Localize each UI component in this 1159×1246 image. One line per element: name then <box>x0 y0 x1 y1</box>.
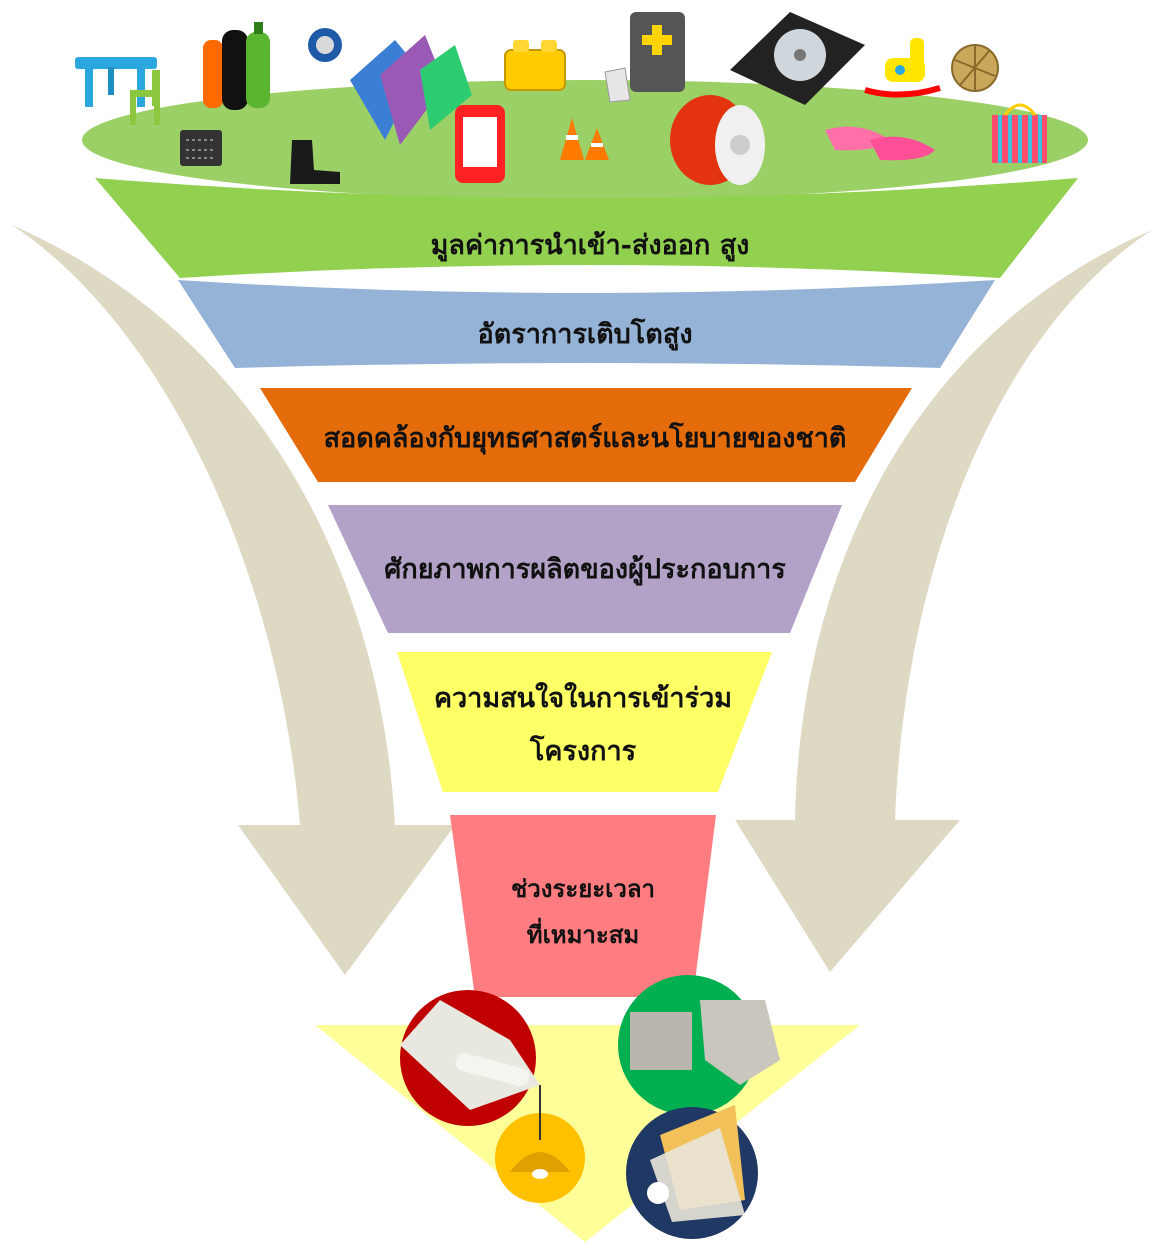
rattan-ball-icon <box>951 44 999 92</box>
striped-bag-icon <box>992 103 1047 163</box>
funnel-level-5-label-line-1: ความสนใจในการเข้าร่วม <box>434 682 732 714</box>
funnel-level-3-label: สอดคล้องกับยุทธศาสตร์และนโยบายของชาติ <box>324 421 847 455</box>
chair-icon <box>130 70 160 125</box>
hard-disk-icon <box>730 12 865 105</box>
tape-roll-icon <box>308 28 342 62</box>
sheet-pack-icon <box>626 1105 758 1239</box>
bottles-icon <box>203 22 270 110</box>
funnel-level-6-label-line-1: ช่วงระยะเวลา <box>511 874 655 903</box>
funnel-level-3: สอดคล้องกับยุทธศาสตร์และนโยบายของชาติ <box>260 388 912 482</box>
funnel-level-4: ศักยภาพการผลิตของผู้ประกอบการ <box>328 505 842 633</box>
paper-products-icon <box>400 990 540 1126</box>
funnel-level-2: อัตราการเติบโตสูง <box>178 280 995 368</box>
doormat-icon <box>180 130 222 166</box>
funnel-level-5-label-line-2: โครงการ <box>529 734 637 767</box>
pendant-lamp-icon <box>495 1085 585 1203</box>
toy-brick-icon <box>504 40 566 91</box>
pink-shoes-icon <box>825 126 935 161</box>
thread-spool-icon <box>670 95 765 185</box>
funnel-level-1: มูลค่าการนำเข้า-ส่งออก สูง <box>95 178 1078 278</box>
smartphone-icon <box>455 105 505 183</box>
funnel-level-1-label: มูลค่าการนำเข้า-ส่งออก สูง <box>431 230 750 262</box>
funnel-level-4-label: ศักยภาพการผลิตของผู้ประกอบการ <box>384 554 786 586</box>
boot-icon <box>290 140 340 184</box>
funnel-level-6-label-line-2: ที่เหมาะสม <box>527 917 640 949</box>
funnel-level-2-label: อัตราการเติบโตสูง <box>477 317 692 351</box>
foil-pouch-icon <box>618 975 780 1115</box>
left-curved-arrow <box>12 225 455 975</box>
funnel-level-6: ช่วงระยะเวลา ที่เหมาะสม <box>450 815 716 997</box>
table-icon <box>75 57 157 107</box>
traffic-cones-icon <box>560 118 609 160</box>
plastic-bags-icon <box>350 35 472 145</box>
right-curved-arrow <box>735 230 1152 972</box>
top-product-ellipse <box>82 80 1088 200</box>
funnel-level-5: ความสนใจในการเข้าร่วม โครงการ <box>397 652 772 792</box>
energy-pouch-icon <box>604 12 685 103</box>
rocking-horse-icon <box>864 38 941 98</box>
